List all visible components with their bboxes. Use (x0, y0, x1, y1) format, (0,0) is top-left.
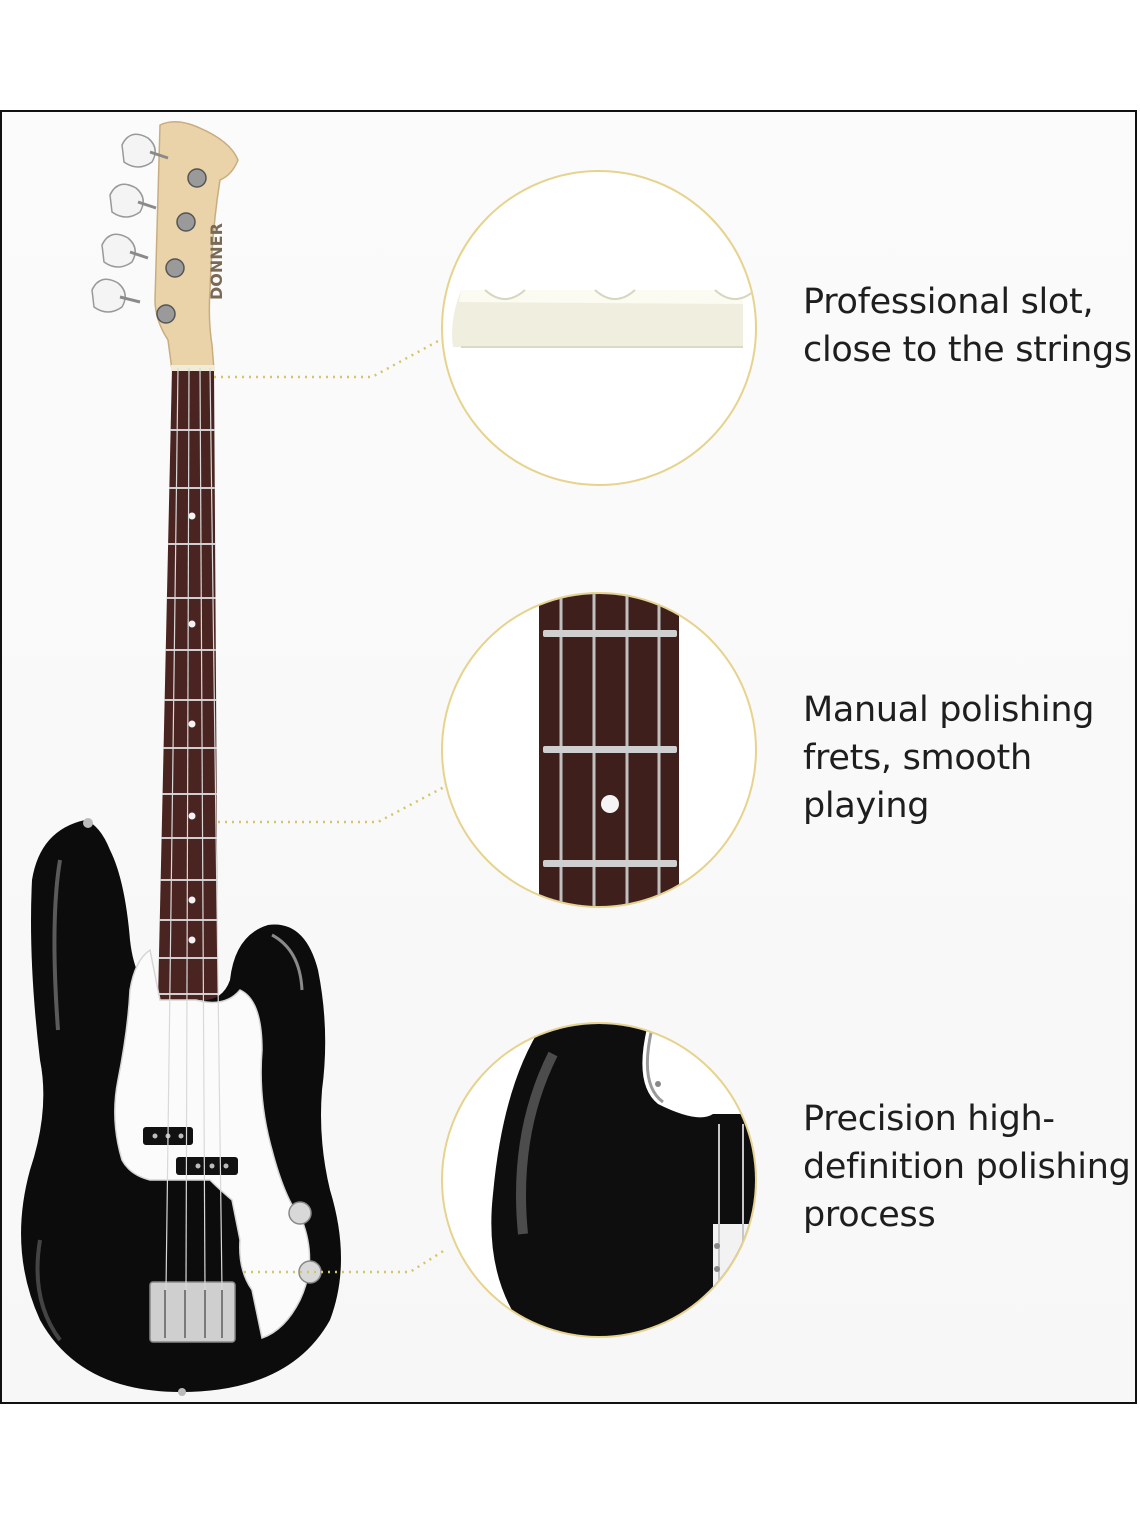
fret-inlay-dot (188, 620, 196, 628)
frets-detail-circle (441, 592, 757, 908)
fret-inlay-dot (188, 896, 196, 904)
feature-frets-text: Manual polishing frets, smooth playing (803, 690, 1095, 826)
leader-lines (214, 338, 447, 1274)
feature-nut-text: Professional slot, close to the strings (803, 282, 1132, 370)
nut-detail-circle (441, 170, 757, 486)
fret-inlay-dot (188, 720, 196, 728)
finish-detail-circle (441, 1022, 757, 1338)
fret-inlay-dot (188, 812, 196, 820)
fret-inlay-dot (188, 936, 196, 944)
fret-inlay-dot (188, 512, 196, 520)
frets-image (539, 594, 679, 906)
body (21, 818, 341, 1396)
headstock-logo-text: DONNER (207, 223, 226, 300)
finish-image (491, 1024, 755, 1336)
feature-finish-text: Precision high- definition polishing pro… (803, 1099, 1131, 1235)
headstock: DONNER (91, 121, 239, 371)
nut-image (452, 289, 755, 348)
